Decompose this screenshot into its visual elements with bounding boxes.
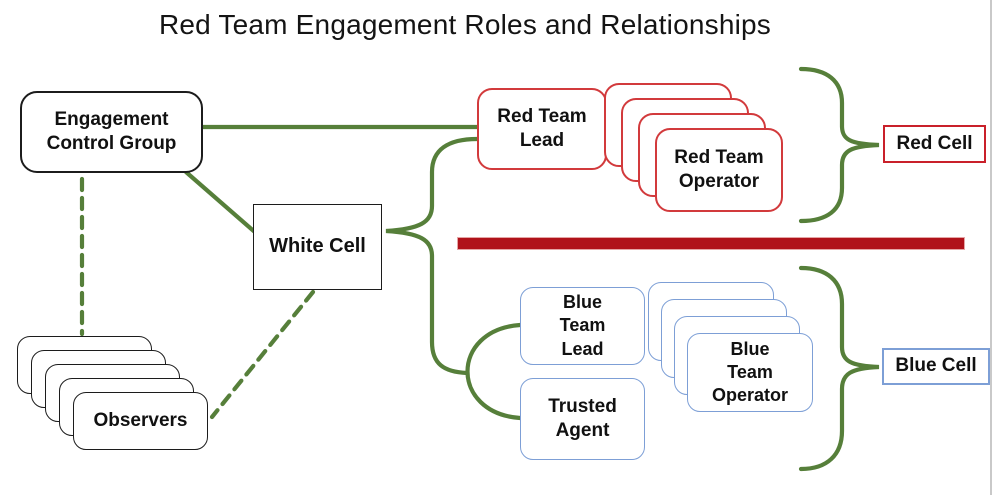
node-label: Team [559,315,606,336]
white-cell-to-observers-dashed-line [209,289,316,420]
node-engagement-control-group: Engagement Control Group [20,91,203,173]
node-label: Operator [711,385,789,406]
node-label: Red Team [497,105,587,127]
node-label: Blue [562,292,602,313]
node-label: Team [727,361,773,382]
node-label: Observers [93,409,188,431]
diagram-title: Red Team Engagement Roles and Relationsh… [158,9,771,40]
slide-right-edge [990,0,992,495]
node-label: Lead [519,130,565,151]
blue-lead-trusted-agent-arc [465,322,523,421]
red-divider-bar [457,237,965,250]
node-trusted-agent: Trusted Agent [520,378,645,460]
white-cell-split-brace [385,136,480,376]
node-observers: Observers [73,392,208,450]
node-blue-team-operator: Blue Team Operator [687,333,813,412]
node-label: Blue [730,338,770,359]
node-label: Lead [561,338,604,359]
node-red-team-lead: Red Team Lead [477,88,607,170]
node-label: Operator [678,171,760,192]
node-label: White Cell [269,235,366,258]
node-red-cell: Red Cell [883,125,986,163]
node-blue-team-lead: Blue Team Lead [520,287,645,365]
node-label: Blue Cell [895,355,977,377]
node-label: Agent [555,420,610,441]
node-white-cell: White Cell [253,204,382,290]
node-label: Red Team [674,146,764,168]
node-label: Control Group [46,133,177,154]
node-red-team-operator: Red Team Operator [655,128,783,212]
node-label: Engagement [54,108,169,130]
node-label: Red Cell [896,132,973,154]
node-label: Trusted [548,395,617,417]
ecg-to-white-cell-line [183,169,259,236]
red-cell-brace [798,66,880,224]
node-blue-cell: Blue Cell [882,348,990,385]
blue-cell-brace [798,265,880,472]
